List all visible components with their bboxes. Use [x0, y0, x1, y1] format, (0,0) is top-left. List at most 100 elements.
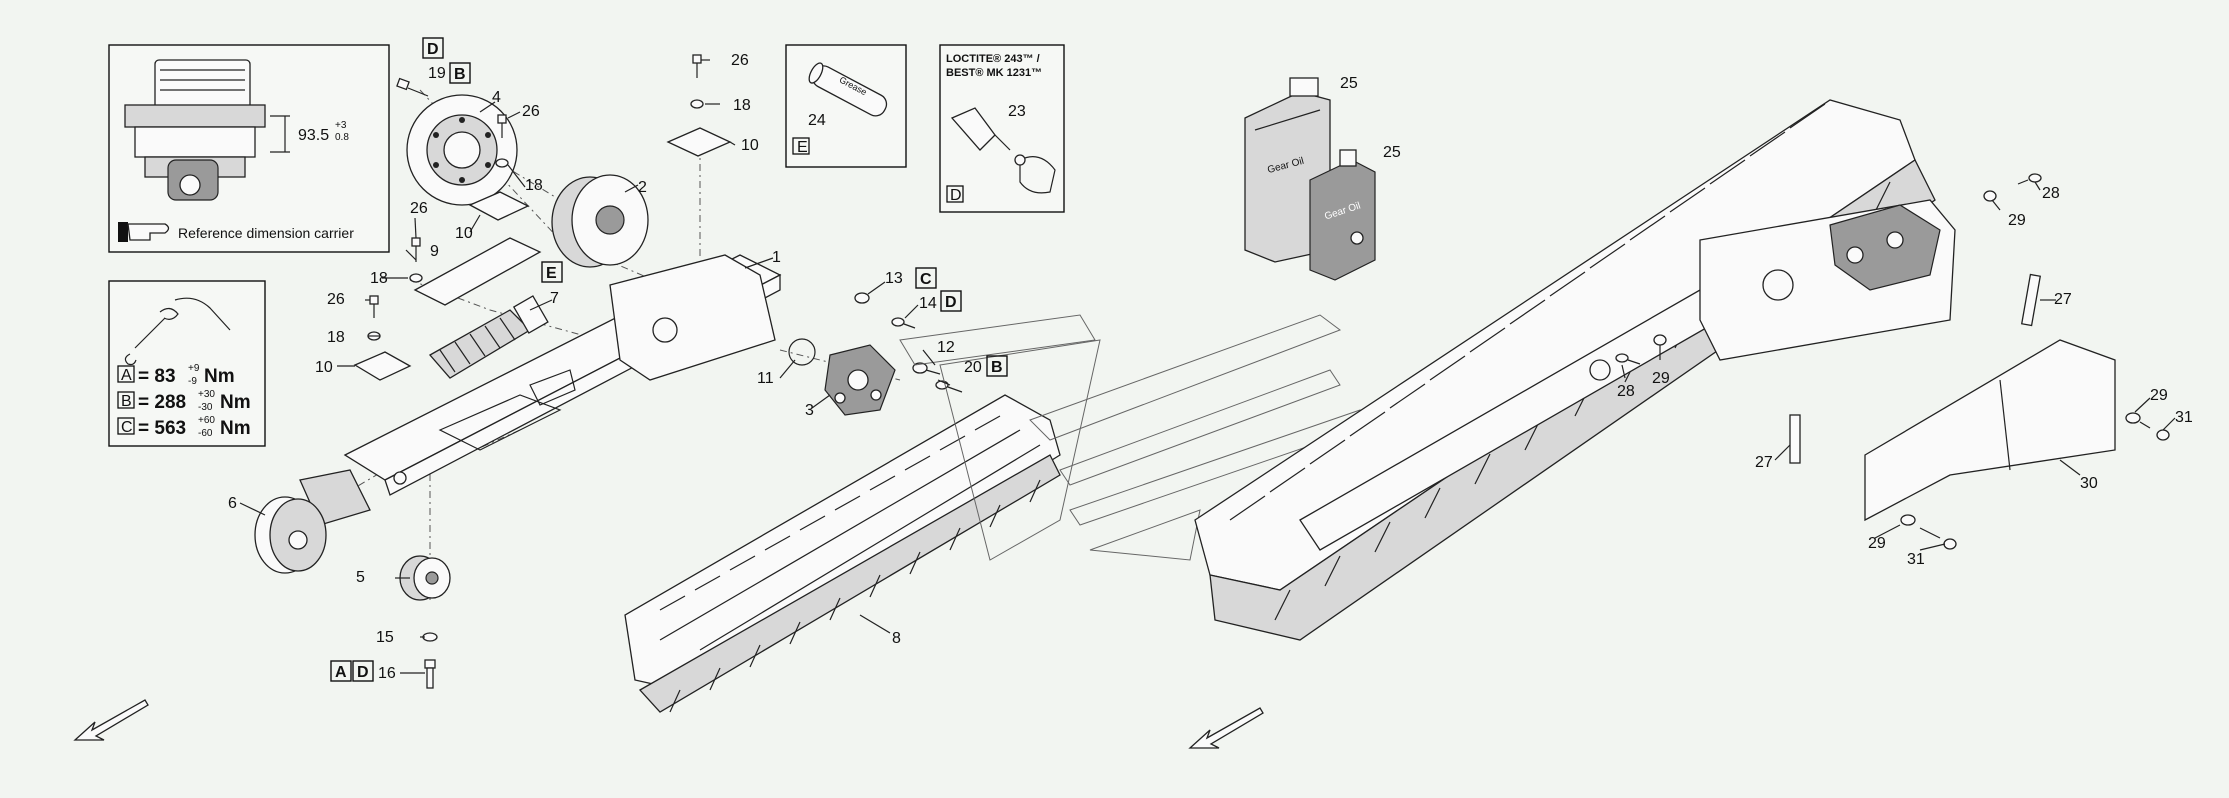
wrench-icon: [124, 297, 231, 366]
callout-31-right: 31: [2175, 409, 2193, 426]
drive-motor-part-3: [824, 344, 896, 416]
callout-25-bottle: 25: [1383, 144, 1401, 161]
washer-part-29-mid: [1653, 334, 1667, 346]
washer-part-18-top: [690, 99, 704, 109]
reference-dimension-value: 93.5: [298, 127, 329, 144]
callout-31-low: 31: [1907, 551, 1925, 568]
callout-10-mid: 10: [455, 225, 473, 242]
svg-text:= 563: = 563: [138, 418, 186, 439]
box-d-loctite: D: [950, 187, 962, 204]
sprocket-part-4: [406, 94, 518, 206]
washer-part-13: [854, 292, 870, 304]
loctite-panel: LOCTITE® 243™ / BEST® MK 1231™ 23 D: [939, 44, 1065, 213]
guard-plate-part-30: [1864, 339, 2116, 522]
spec-reference-boxes: D B E C D B A D: [330, 37, 1008, 682]
front-direction-arrow-right: [1188, 707, 1264, 749]
callout-18-top: 18: [733, 97, 751, 114]
box-d-14: D: [945, 294, 957, 311]
callout-18-low: 18: [327, 329, 345, 346]
svg-text:C: C: [121, 419, 133, 436]
callout-27-right: 27: [2054, 291, 2072, 308]
washer-part-15: [422, 632, 438, 642]
track-assembly-complete: [1194, 99, 1956, 641]
callout-13: 13: [885, 270, 903, 287]
svg-text:= 83: = 83: [138, 366, 176, 387]
callout-19: 19: [428, 65, 446, 82]
box-e-7: E: [546, 265, 557, 282]
svg-text:+60: +60: [198, 415, 215, 426]
callout-leader-lines: [239, 59, 2176, 674]
callout-18-sprocket: 18: [525, 177, 543, 194]
box-c-13: C: [920, 271, 932, 288]
callout-9: 9: [430, 243, 439, 260]
callout-29-right: 29: [2150, 387, 2168, 404]
pin-part-27-right: [2020, 273, 2042, 327]
callout-23: 23: [1008, 103, 1026, 120]
callout-1: 1: [772, 249, 781, 266]
washer-part-29-low: [1900, 514, 1916, 526]
callout-5: 5: [356, 569, 365, 586]
box-b-20: B: [991, 359, 1003, 376]
bolt-part-28-mid: [1615, 353, 1641, 365]
torque-spec-panel: A = 83 +9 -9 Nm B = 288 +30 -30 Nm C = 5…: [108, 280, 266, 447]
box-a-16: A: [335, 664, 347, 681]
gear-oil-can: Gear Oil: [1244, 77, 1331, 263]
front-direction-arrow-left: [73, 699, 149, 741]
loctite-line-1: LOCTITE® 243™ /: [946, 53, 1040, 65]
callout-29-low: 29: [1868, 535, 1886, 552]
washer-part-29-top: [1983, 190, 1997, 202]
svg-text:+30: +30: [198, 389, 215, 400]
fitting-part-12: [912, 362, 941, 375]
callout-26-low: 26: [327, 291, 345, 308]
svg-text:-30: -30: [198, 402, 213, 413]
callout-28-mid: 28: [1617, 383, 1635, 400]
grease-tube-icon: [808, 62, 888, 117]
callout-26-mid: 26: [410, 200, 428, 217]
svg-text:= 288: = 288: [138, 392, 186, 413]
callout-6: 6: [228, 495, 237, 512]
o-ring-part-11: [788, 338, 816, 366]
washer-part-18-sprocket: [495, 158, 509, 168]
bolt-part-26-low: [369, 295, 379, 318]
threadlocker-bottle-icon: [950, 107, 1056, 194]
plate-part-10-low: [353, 351, 412, 381]
bolt-part-26-mid: [411, 237, 421, 262]
plate-part-10-top: [666, 127, 732, 157]
bolt-part-19: [396, 77, 429, 97]
loctite-line-2: BEST® MK 1231™: [946, 67, 1042, 79]
box-b-19: B: [454, 66, 466, 83]
callout-11: 11: [757, 370, 774, 387]
callout-16: 16: [378, 665, 396, 682]
pointing-hand-icon: [118, 222, 170, 242]
callout-29-mid: 29: [1652, 370, 1670, 387]
callout-7: 7: [550, 290, 559, 307]
callout-10-top: 10: [741, 137, 759, 154]
callout-10-low: 10: [315, 359, 333, 376]
bolt-part-31-right: [2139, 421, 2170, 441]
idler-wheel-part-6: [254, 469, 371, 574]
bolt-part-28-top: [2017, 173, 2042, 185]
track-frame-part-1: [343, 254, 782, 496]
callout-12: 12: [937, 339, 955, 356]
bolt-part-26-top: [692, 54, 702, 78]
reference-dimension-panel: 93.5 +3 0.8 Reference dimension carrier: [108, 44, 390, 253]
callout-2: 2: [638, 179, 647, 196]
svg-text:A: A: [121, 367, 132, 384]
callout-28-top: 28: [2042, 185, 2060, 202]
callout-29-top: 29: [2008, 212, 2026, 229]
callout-30: 30: [2080, 475, 2098, 492]
washer-part-18-mid: [409, 273, 423, 283]
callout-15: 15: [376, 629, 394, 646]
callout-14: 14: [919, 295, 937, 312]
washer-part-29-right: [2125, 412, 2141, 424]
roller-part-5: [399, 555, 451, 601]
bolt-part-16: [424, 659, 436, 689]
box-e-grease: E: [797, 139, 808, 156]
callout-24: 24: [808, 112, 826, 129]
svg-text:Nm: Nm: [204, 366, 235, 387]
bolt-part-20: [935, 380, 963, 393]
torque-row-b: B = 288 +30 -30 Nm: [117, 389, 251, 413]
callout-18-mid: 18: [370, 270, 388, 287]
bolt-part-14: [891, 317, 916, 329]
